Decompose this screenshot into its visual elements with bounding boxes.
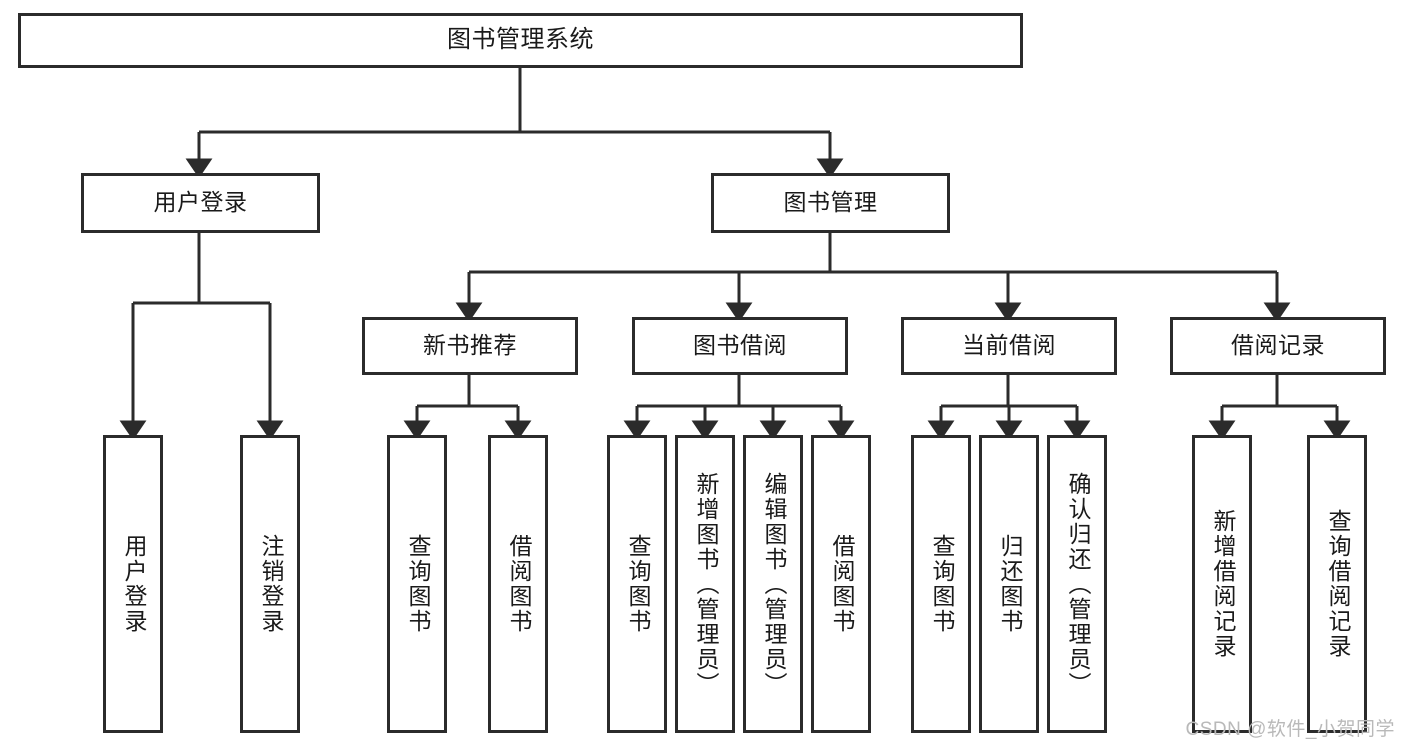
node-leaf-user-login[interactable]: 用户登录 [103,435,163,733]
node-user-login[interactable]: 用户登录 [81,173,320,233]
watermark-text: CSDN @软件_小贺同学 [1185,719,1395,740]
node-root-book-management-system[interactable]: 图书管理系统 [18,13,1023,68]
node-leaf-query-book-2[interactable]: 查询图书 [607,435,667,733]
node-current-borrow-label: 当前借阅 [962,332,1056,359]
node-leaf-logout-login[interactable]: 注销登录 [240,435,300,733]
node-leaf-query-book-3-label: 查询图书 [928,534,955,634]
node-book-manage-label: 图书管理 [783,189,878,216]
node-user-login-label: 用户登录 [153,189,248,216]
node-leaf-user-login-label: 用户登录 [120,534,147,634]
node-leaf-confirm-return-label: 确认归还（管理员） [1064,471,1091,697]
node-leaf-borrow-book-2-label: 借阅图书 [828,534,855,634]
node-leaf-add-record-label: 新增借阅记录 [1209,509,1236,659]
node-leaf-query-book-1[interactable]: 查询图书 [387,435,447,733]
node-leaf-edit-book[interactable]: 编辑图书（管理员） [743,435,803,733]
node-book-borrow-label: 图书借阅 [693,332,787,359]
node-leaf-query-book-1-label: 查询图书 [404,534,431,634]
node-leaf-borrow-book-1[interactable]: 借阅图书 [488,435,548,733]
node-new-book-recommend-label: 新书推荐 [423,332,517,359]
node-leaf-return-book-label: 归还图书 [996,534,1023,634]
node-book-manage[interactable]: 图书管理 [711,173,950,233]
node-book-borrow[interactable]: 图书借阅 [632,317,848,375]
node-new-book-recommend[interactable]: 新书推荐 [362,317,578,375]
node-leaf-borrow-book-2[interactable]: 借阅图书 [811,435,871,733]
node-leaf-query-record[interactable]: 查询借阅记录 [1307,435,1367,733]
node-leaf-add-record[interactable]: 新增借阅记录 [1192,435,1252,733]
node-leaf-confirm-return[interactable]: 确认归还（管理员） [1047,435,1107,733]
node-leaf-query-book-3[interactable]: 查询图书 [911,435,971,733]
node-borrow-record[interactable]: 借阅记录 [1170,317,1386,375]
node-root-label: 图书管理系统 [447,26,594,54]
node-leaf-edit-book-label: 编辑图书（管理员） [760,471,787,697]
node-leaf-borrow-book-1-label: 借阅图书 [505,534,532,634]
node-leaf-add-book-label: 新增图书（管理员） [692,471,719,697]
node-leaf-logout-login-label: 注销登录 [257,534,284,634]
node-leaf-query-book-2-label: 查询图书 [624,534,651,634]
node-leaf-query-record-label: 查询借阅记录 [1324,509,1351,659]
node-borrow-record-label: 借阅记录 [1231,332,1325,359]
node-leaf-return-book[interactable]: 归还图书 [979,435,1039,733]
node-leaf-add-book[interactable]: 新增图书（管理员） [675,435,735,733]
node-current-borrow[interactable]: 当前借阅 [901,317,1117,375]
